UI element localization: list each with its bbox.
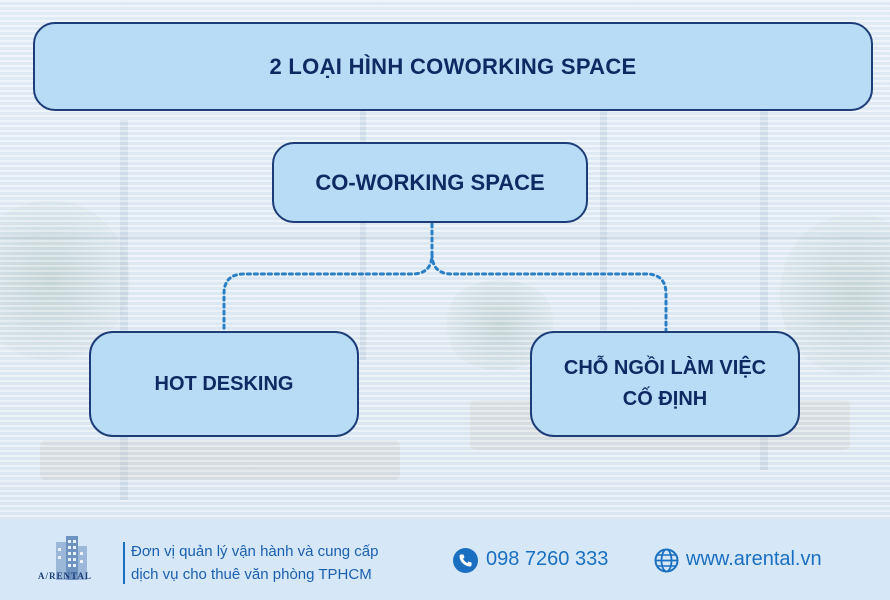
slogan-line: Đơn vị quản lý vận hành và cung cấp xyxy=(131,543,379,560)
root-node: CO-WORKING SPACE xyxy=(272,142,588,223)
branch-node-label-line: CỐ ĐỊNH xyxy=(622,388,708,410)
branch-node-hot-desking: HOT DESKING xyxy=(89,331,359,437)
background-beam xyxy=(0,235,890,239)
background-column xyxy=(760,110,768,470)
background-column xyxy=(600,100,607,400)
branch-node-fixed-desk: CHỖ NGỒI LÀM VIỆC CỐ ĐỊNH xyxy=(530,331,800,437)
background-desk xyxy=(40,440,400,480)
logo-wordmark: A/RENTAL xyxy=(38,571,92,581)
phone-icon[interactable] xyxy=(453,548,478,573)
diagram-title: 2 LOẠI HÌNH COWORKING SPACE xyxy=(269,53,637,79)
title-box: 2 LOẠI HÌNH COWORKING SPACE xyxy=(33,22,873,111)
branch-node-label-line: CHỖ NGỒI LÀM VIỆC xyxy=(563,357,767,379)
company-slogan: Đơn vị quản lý vận hành và cung cấp dịch… xyxy=(131,540,431,586)
footer-bar: A/RENTAL Đơn vị quản lý vận hành và cung… xyxy=(0,520,890,600)
background-column xyxy=(360,110,366,360)
website-link[interactable]: www.arental.vn xyxy=(686,548,822,570)
building-logo-icon xyxy=(56,536,87,580)
globe-icon[interactable] xyxy=(654,548,679,573)
slogan-line: dịch vụ cho thuê văn phòng TPHCM xyxy=(131,566,372,583)
branch-node-label: HOT DESKING xyxy=(154,372,294,395)
phone-number[interactable]: 098 7260 333 xyxy=(486,548,609,570)
connector-line xyxy=(222,222,434,333)
root-node-label: CO-WORKING SPACE xyxy=(315,169,545,195)
footer-divider xyxy=(123,542,125,584)
background-column xyxy=(120,120,128,500)
connector-line xyxy=(430,252,668,333)
